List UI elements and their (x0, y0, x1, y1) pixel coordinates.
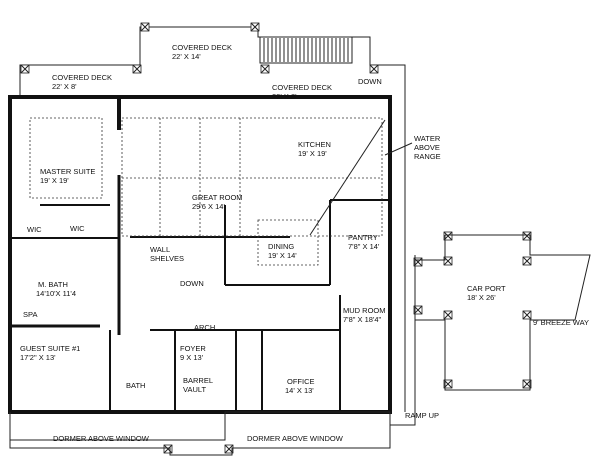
room-name: CAR PORT (467, 284, 506, 293)
deck-stairs (259, 36, 353, 64)
room-size: 22' X 8' (272, 92, 297, 101)
post-icon (260, 64, 270, 74)
room-size: 29'6 X 14' (192, 202, 225, 211)
room-name: MASTER SUITE (40, 167, 95, 176)
water-leader-line (384, 142, 413, 156)
interior-walls (10, 97, 390, 412)
room-size: 14' X 13' (285, 386, 314, 395)
room-size: 22' X 14' (172, 52, 201, 61)
room-name: GUEST SUITE #1 (20, 344, 80, 353)
ramp-up-label: RAMP UP (405, 411, 439, 420)
post-icon (163, 444, 173, 454)
barrel-label: BARREL (183, 376, 213, 385)
arch-label: ARCH (194, 323, 215, 332)
room-name: OFFICE (287, 377, 315, 386)
room-name: PANTRY (348, 233, 378, 242)
room-size: 19' X 14' (268, 251, 297, 260)
range-label: RANGE (414, 152, 441, 161)
room-name: COVERED DECK (272, 83, 332, 92)
room-name: MUD ROOM (343, 306, 386, 315)
post-icon (250, 22, 260, 32)
post-icon (369, 64, 379, 74)
wic-label: WIC (70, 224, 85, 233)
dormer-label: DORMER ABOVE WINDOW (247, 434, 344, 443)
room-name: COVERED DECK (172, 43, 232, 52)
room-name: GREAT ROOM (192, 193, 243, 202)
post-icon (443, 256, 453, 266)
stairs-down-label: DOWN (180, 279, 204, 288)
water-label: WATER (414, 134, 441, 143)
bath-label: BATH (126, 381, 145, 390)
deck-outline (19, 26, 406, 412)
room-size: 9 X 13' (180, 353, 204, 362)
deck-posts (20, 22, 532, 454)
wall-label: WALL (150, 245, 170, 254)
post-icon (132, 64, 142, 74)
exterior-wall (8, 95, 392, 414)
vault-label: VAULT (183, 385, 206, 394)
spa-label: SPA (23, 310, 37, 319)
car-port (414, 234, 591, 391)
room-size: 14'10'X 11'4 (36, 289, 76, 298)
breeze-way-label: 9' BREEZE WAY (533, 318, 589, 327)
post-icon (522, 256, 532, 266)
post-icon (443, 310, 453, 320)
room-size: 7'8" X 14' (348, 242, 380, 251)
wic-label: WIC (27, 225, 42, 234)
deck-down-label: DOWN (358, 77, 382, 86)
post-icon (522, 310, 532, 320)
above-label: ABOVE (414, 143, 440, 152)
post-icon (20, 64, 30, 74)
room-size: 19' X 19' (40, 176, 69, 185)
room-labels: COVERED DECK 22' X 8' COVERED DECK 22' X… (20, 43, 589, 443)
room-size: 22' X 8' (52, 82, 77, 91)
room-name: KITCHEN (298, 140, 331, 149)
room-size: 7'8" X 18'4" (343, 315, 382, 324)
room-name: COVERED DECK (52, 73, 112, 82)
room-size: 17'2" X 13' (20, 353, 56, 362)
room-size: 19' X 19' (298, 149, 327, 158)
post-icon (140, 22, 150, 32)
room-name: FOYER (180, 344, 206, 353)
dormer-label: DORMER ABOVE WINDOW (53, 434, 150, 443)
front-porch (9, 255, 416, 456)
room-name: M. BATH (38, 280, 68, 289)
room-name: DINING (268, 242, 294, 251)
room-size: 18' X 26' (467, 293, 496, 302)
ceiling-lines (29, 117, 386, 266)
shelves-label: SHELVES (150, 254, 184, 263)
